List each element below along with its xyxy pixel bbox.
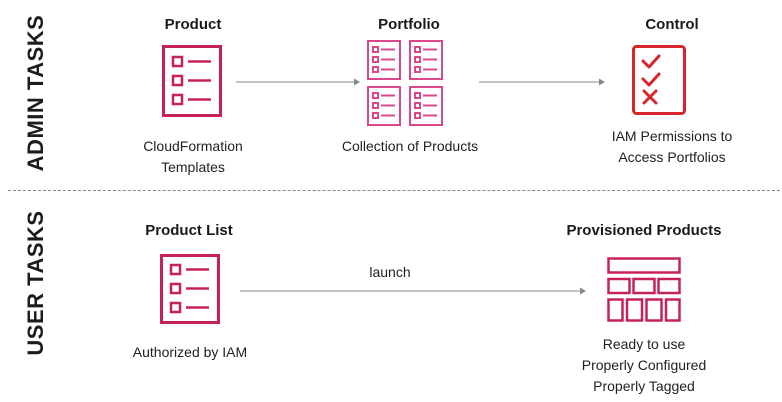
checklist-icon (632, 45, 686, 115)
portfolio-to-control-arrow (479, 78, 605, 86)
provisioned-blocks-icon (607, 257, 681, 322)
product-list-document-icon (162, 45, 222, 117)
provisioned-products-title: Provisioned Products (566, 222, 722, 239)
portfolio-title: Portfolio (378, 16, 440, 33)
product-list-document-icon (160, 254, 220, 324)
product-list-caption-line: Authorized by IAM (132, 344, 248, 360)
section-divider (8, 190, 780, 191)
product-caption: CloudFormation Templates (113, 136, 273, 178)
portfolio-doc (409, 40, 443, 80)
product-title: Product (164, 16, 222, 33)
control-caption-line: Access Portfolios (618, 149, 726, 165)
product-to-portfolio-arrow (236, 78, 360, 86)
control-caption: IAM Permissions to Access Portfolios (582, 126, 762, 168)
portfolio-caption-line: Collection of Products (341, 138, 479, 154)
provisioned-caption-line: Ready to use (602, 336, 686, 352)
control-caption-line: IAM Permissions to (611, 128, 733, 144)
product-list-caption: Authorized by IAM (105, 342, 275, 363)
portfolio-grid-icon (367, 40, 443, 126)
provisioned-caption: Ready to use Properly Configured Properl… (554, 334, 734, 397)
launch-arrow (240, 287, 586, 295)
portfolio-doc (367, 86, 401, 126)
admin-tasks-label: ADMIN TASKS (23, 14, 48, 172)
user-tasks-label: USER TASKS (23, 210, 48, 356)
launch-label: launch (369, 264, 411, 280)
provisioned-caption-line: Properly Tagged (593, 378, 695, 394)
product-list-title: Product List (145, 222, 233, 239)
provisioned-caption-line: Properly Configured (581, 357, 707, 373)
portfolio-doc (367, 40, 401, 80)
control-title: Control (645, 16, 699, 33)
product-caption-line: Templates (161, 159, 225, 175)
portfolio-doc (409, 86, 443, 126)
portfolio-caption: Collection of Products (320, 136, 500, 157)
product-caption-line: CloudFormation (143, 138, 243, 154)
